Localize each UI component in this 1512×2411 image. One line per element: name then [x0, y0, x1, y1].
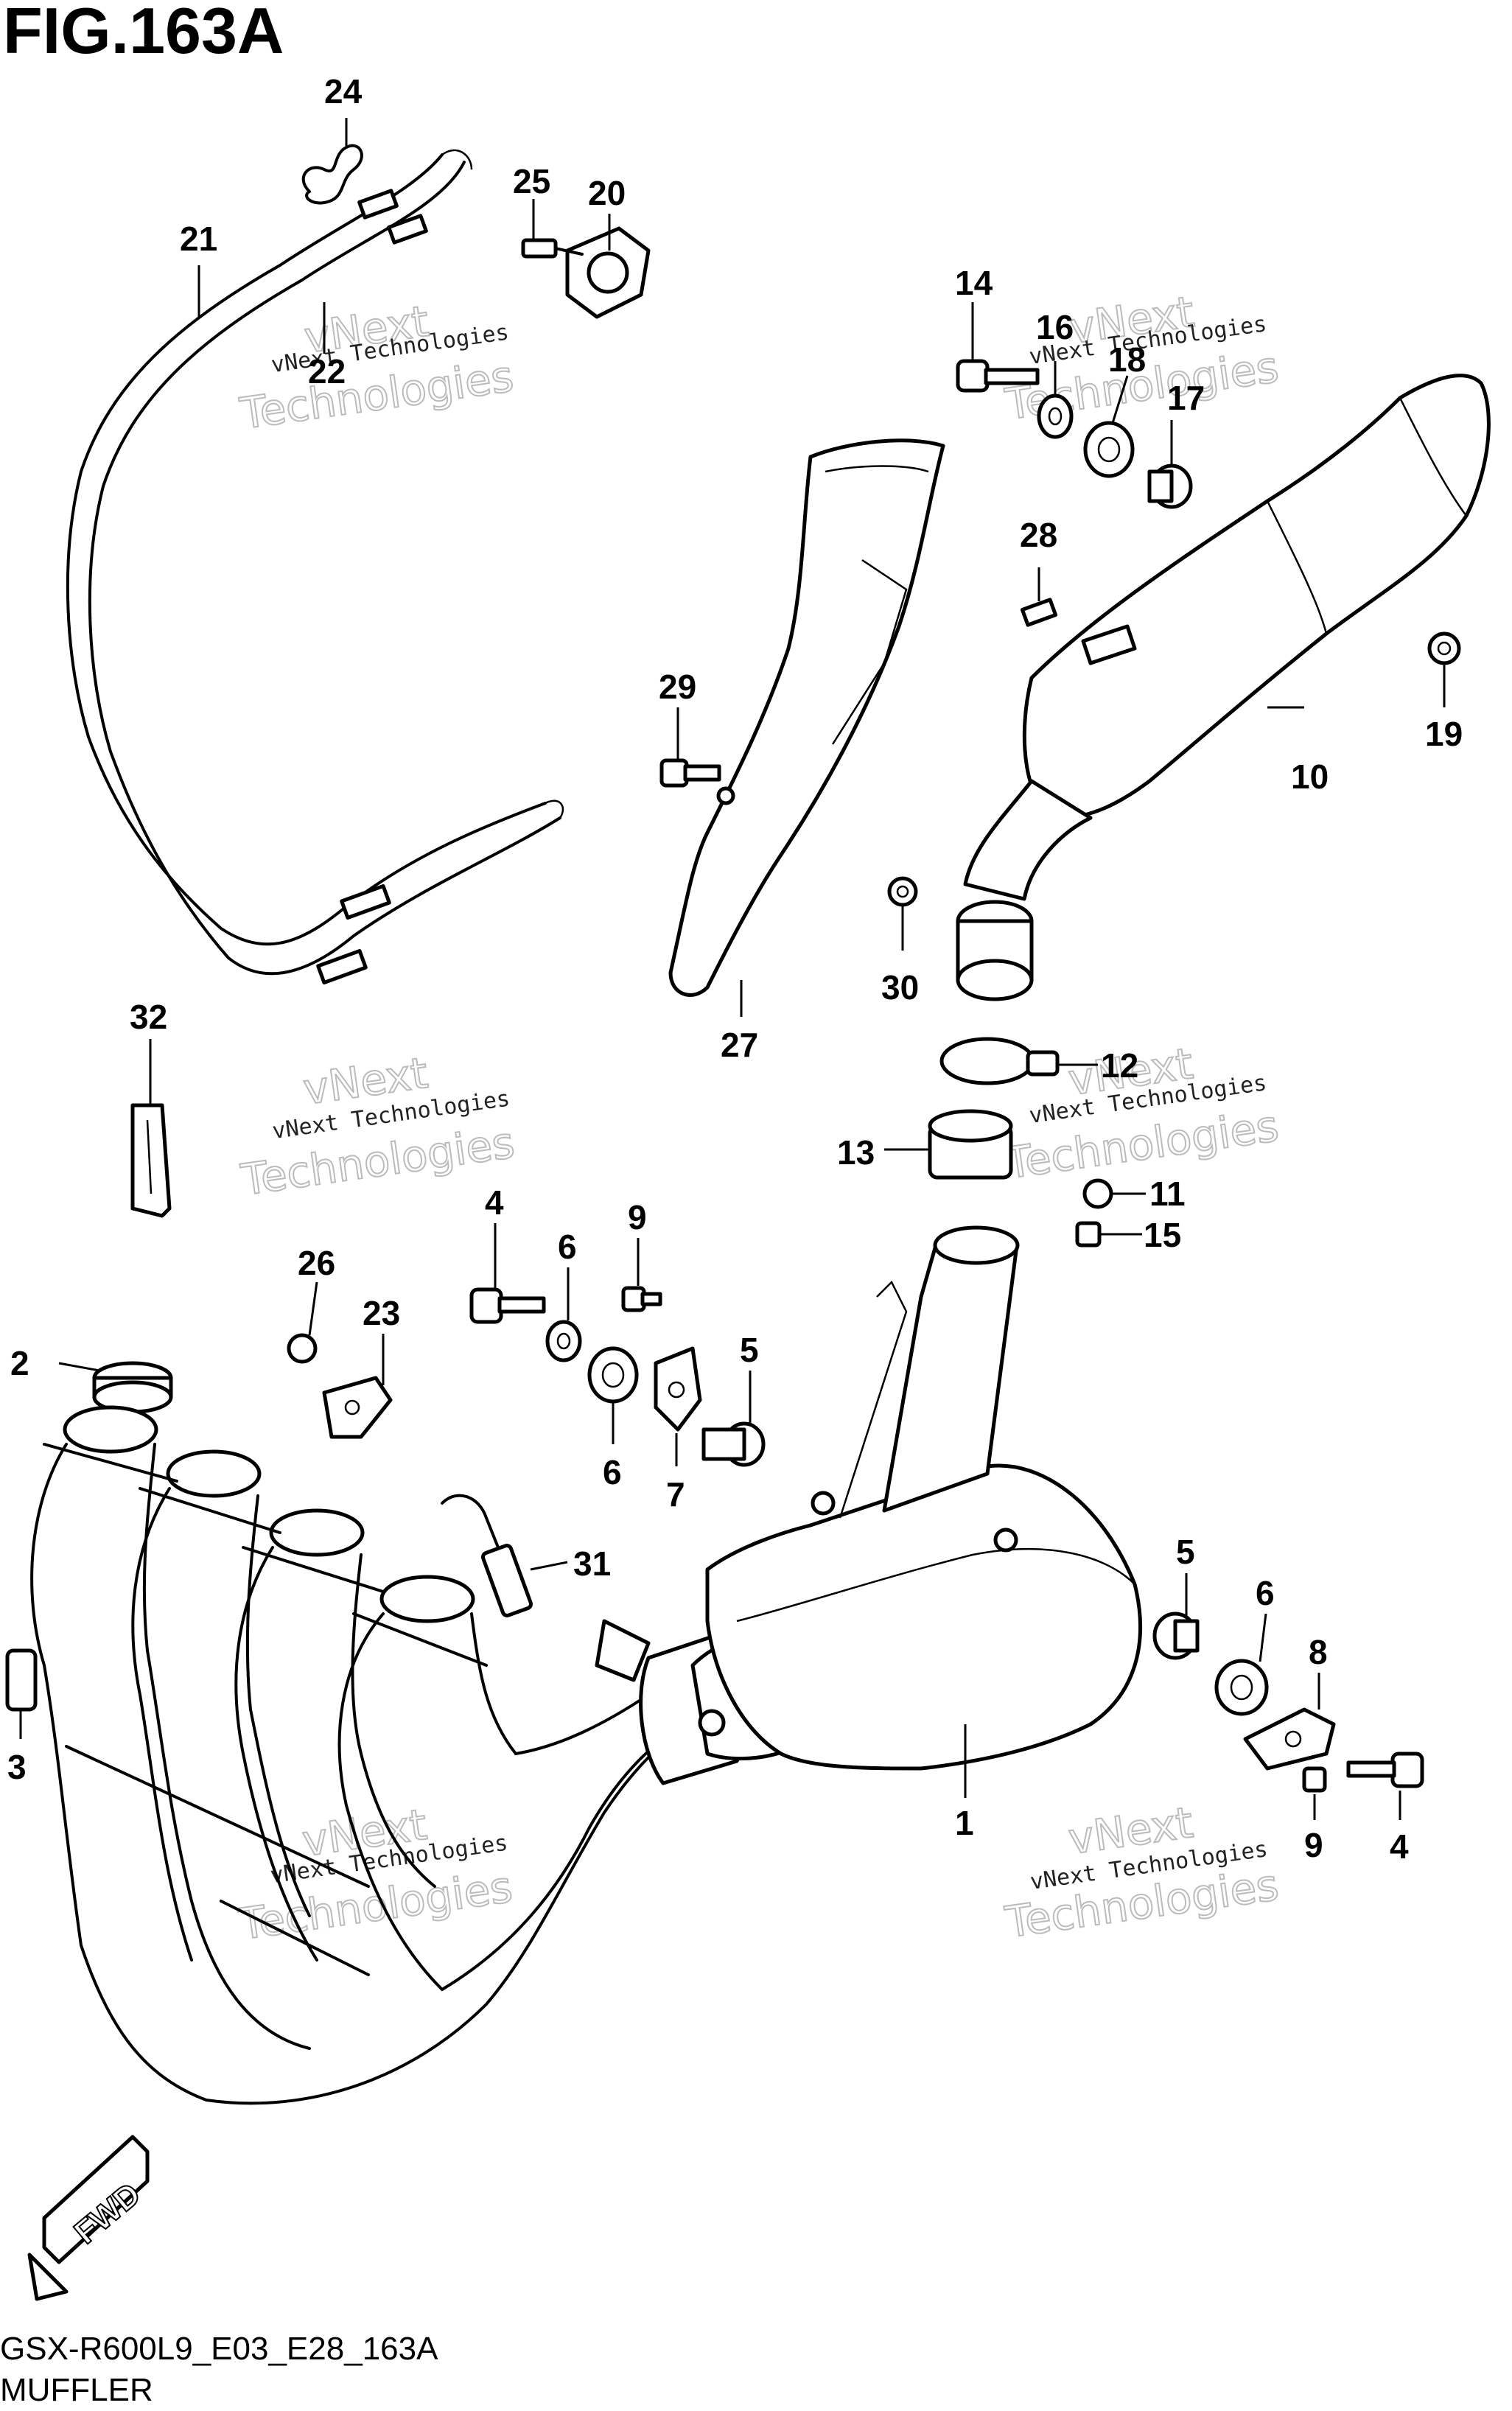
rear-mount-collar [1152, 1612, 1200, 1660]
callout-label: 31 [573, 1544, 611, 1583]
watermark-top-left: vNext vNext Technologies Technologies [236, 295, 517, 440]
callout-label: 1 [955, 1804, 974, 1842]
sensor-bracket-nut [287, 1333, 318, 1364]
silencer-mount-collar [1147, 463, 1193, 509]
watermark-mid-left: vNext vNext Technologies Technologies [237, 1047, 518, 1206]
forward-direction-badge: FWD [27, 2135, 150, 2301]
callout-label: 27 [721, 1026, 758, 1064]
cable-hanger-strap [130, 1103, 172, 1218]
figure-name: MUFFLER [0, 2372, 153, 2408]
callout-label: 9 [628, 1198, 647, 1236]
rear-mount-bolt [1346, 1752, 1424, 1788]
oxygen-sensor [441, 1494, 533, 1617]
rear-mount-small-bolt [1302, 1766, 1327, 1793]
callout-label: 24 [324, 72, 363, 111]
callout-label: 7 [666, 1475, 685, 1514]
front-mount-collar [701, 1421, 766, 1467]
callout-label: 11 [1149, 1175, 1186, 1213]
silencer-damper [1020, 598, 1058, 627]
callout-label: 26 [298, 1244, 335, 1282]
callout-label: 23 [363, 1294, 400, 1332]
leader-lines [19, 118, 1446, 1820]
callout-label: 6 [558, 1228, 577, 1266]
callout-labels: 1 2 3 4 4 5 5 6 6 6 7 8 9 9 10 11 12 13 … [7, 72, 1463, 1866]
silencer-washer [887, 876, 918, 907]
sensor-bracket [322, 1376, 393, 1439]
callout-label: 18 [1108, 340, 1146, 379]
callout-label: 2 [10, 1344, 29, 1382]
callout-label: 13 [837, 1133, 875, 1172]
front-mount-bolt [469, 1287, 546, 1324]
callout-label: 17 [1167, 379, 1205, 417]
callout-label: 3 [7, 1748, 27, 1786]
callout-label: 5 [1176, 1533, 1195, 1571]
rear-mount-grommet [1214, 1659, 1269, 1716]
silencer-nut [1427, 631, 1461, 665]
heat-shield-bolt [659, 758, 721, 788]
callout-label: 16 [1036, 308, 1074, 346]
callout-label: 10 [1291, 757, 1329, 796]
clamp-bolt [1075, 1221, 1102, 1248]
callout-label: 32 [130, 998, 167, 1036]
silencer-body [956, 374, 1491, 1001]
callout-label: 21 [180, 220, 217, 258]
callout-label: 15 [1144, 1216, 1181, 1254]
callout-label: 6 [603, 1453, 622, 1491]
front-mount-washer [545, 1320, 582, 1362]
callout-label: 5 [740, 1331, 759, 1369]
callout-label: 29 [659, 668, 696, 706]
callout-label: 6 [1256, 1574, 1275, 1612]
silencer-mount-grommet [1083, 421, 1135, 478]
front-mount-small-bolt [621, 1286, 662, 1312]
callout-label: 19 [1425, 715, 1463, 753]
front-mount-grommet [587, 1346, 639, 1404]
rear-mount-bracket [1243, 1707, 1336, 1771]
clamp-nut [1082, 1178, 1113, 1209]
callout-label: 14 [955, 264, 993, 302]
callout-label: 25 [513, 162, 550, 200]
callout-label: 4 [485, 1183, 504, 1222]
callout-label: 12 [1101, 1046, 1138, 1085]
callout-label: 20 [588, 174, 626, 212]
exhaust-port-gasket [92, 1361, 173, 1414]
muffler-clamp [939, 1037, 1060, 1085]
muffler-gasket [928, 1109, 1013, 1180]
cable-clip [301, 144, 363, 205]
figure-title: FIG.163A [3, 0, 284, 67]
callout-label: 9 [1304, 1826, 1323, 1864]
figure-code: GSX-R600L9_E03_E28_163A [0, 2331, 438, 2367]
front-mount-bracket [654, 1346, 702, 1432]
callout-label: 28 [1020, 516, 1057, 554]
watermark-bottom-right: vNext vNext Technologies Technologies [1001, 1796, 1282, 1948]
exhaust-header-assembly [30, 1225, 1142, 2105]
callout-label: 30 [881, 968, 919, 1007]
silencer-mount-washer [1037, 393, 1074, 439]
exhaust-stud-bolt [5, 1648, 38, 1712]
callout-label: 22 [308, 352, 346, 391]
callout-label: 8 [1309, 1633, 1328, 1671]
exhaust-valve-cables [66, 149, 564, 985]
callout-label: 4 [1390, 1827, 1409, 1866]
cable-pulley-bracket [521, 226, 651, 319]
heat-shield [668, 438, 945, 997]
